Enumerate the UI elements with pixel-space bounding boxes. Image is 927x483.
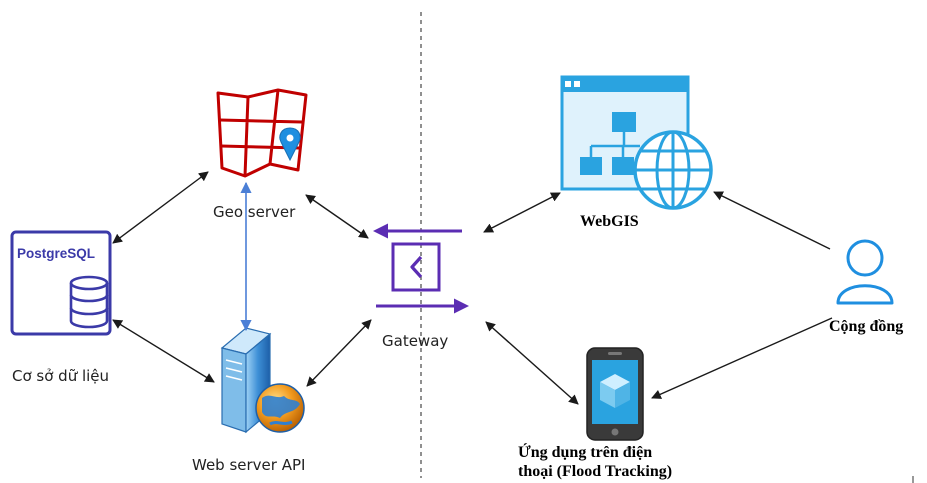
sitemap-globe-icon (560, 75, 713, 210)
webserver-caption: Web server API (192, 456, 305, 474)
database-icon (69, 275, 109, 329)
mobile-caption-line2: thoại (Flood Tracking) (518, 463, 672, 480)
gateway-icon (373, 223, 469, 314)
connectors (112, 171, 833, 405)
postgres-node: PostgreSQL (10, 230, 112, 336)
user-icon (836, 239, 894, 305)
arrow-community-mobile (651, 317, 833, 399)
map-pin-icon (216, 88, 308, 178)
arrow-gateway-mobile (485, 321, 579, 405)
server-globe-icon (220, 327, 305, 434)
arrow-geoserver-gateway (305, 194, 369, 239)
arrow-community-webgis (713, 191, 831, 250)
mobile-caption-line1: Ứng dụng trên điện (518, 442, 652, 461)
phone-cube-icon (586, 347, 644, 441)
geoserver-caption: Geo server (213, 203, 296, 221)
gateway-caption: Gateway (382, 332, 448, 350)
arrow-postgres-geoserver (112, 171, 209, 244)
arrow-gateway-webgis (483, 192, 561, 233)
webgis-caption: WebGIS (580, 213, 639, 230)
arrow-webserver-gateway (306, 319, 372, 387)
postgres-box (10, 230, 112, 336)
community-caption: Cộng đồng (829, 318, 903, 335)
postgres-logo-text: PostgreSQL (17, 246, 95, 261)
postgres-caption: Cơ sở dữ liệu (12, 367, 109, 385)
arrow-postgres-webserver (112, 319, 215, 383)
